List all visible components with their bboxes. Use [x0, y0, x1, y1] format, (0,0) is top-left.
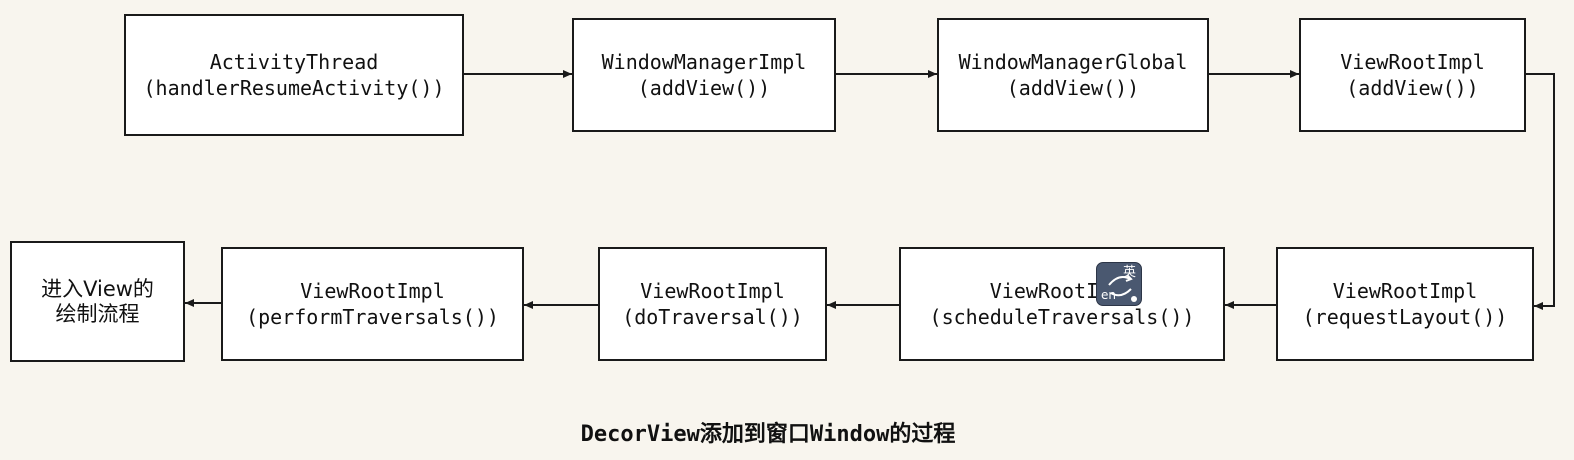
- node-window-manager-global: WindowManagerGlobal (addView()): [937, 18, 1209, 132]
- node-method: (scheduleTraversals()): [929, 305, 1195, 329]
- node-title: WindowManagerImpl: [601, 50, 807, 74]
- node-subtitle: 绘制流程: [55, 301, 140, 326]
- node-activity-thread: ActivityThread (handlerResumeActivity()): [124, 14, 464, 136]
- node-title: ViewRootImpl: [1332, 279, 1478, 303]
- node-method: (addView()): [637, 76, 771, 100]
- node-view-root-impl-do-traversal: ViewRootImpl (doTraversal()): [598, 247, 827, 361]
- edge-add-view-to-request-layout: [1526, 73, 1555, 310]
- node-view-root-impl-perform-traversals: ViewRootImpl (performTraversals()): [221, 247, 524, 361]
- node-view-root-impl-add-view: ViewRootImpl (addView()): [1299, 18, 1526, 132]
- input-method-indicator[interactable]: 英 en: [1096, 262, 1142, 306]
- node-title: ViewRootImpl: [300, 279, 445, 303]
- node-method: (handlerResumeActivity()): [143, 76, 445, 100]
- diagram-caption: DecorView添加到窗口Window的过程: [580, 422, 956, 447]
- node-title: 进入View的: [41, 276, 154, 301]
- node-title: WindowManagerGlobal: [958, 50, 1188, 74]
- node-method: (performTraversals()): [246, 305, 499, 329]
- ime-primary-label: 英: [1122, 265, 1136, 280]
- node-method: (addView()): [1346, 76, 1479, 100]
- node-view-root-impl-request-layout: ViewRootImpl (requestLayout()): [1276, 247, 1534, 361]
- ime-secondary-label: en: [1101, 288, 1116, 302]
- node-method: (addView()): [1006, 76, 1140, 100]
- node-title: ViewRootImpl: [1340, 50, 1485, 74]
- node-window-manager-impl: WindowManagerImpl (addView()): [572, 18, 836, 132]
- node-method: (requestLayout()): [1302, 305, 1508, 329]
- input-method-switch-icon: [1108, 274, 1137, 302]
- node-view-root-impl-schedule-traversals: ViewRootImpl (scheduleTraversals()): [899, 247, 1225, 361]
- node-title: ActivityThread: [209, 50, 379, 74]
- node-title: ViewRootImpl: [640, 279, 785, 303]
- node-view-draw-process: 进入View的 绘制流程: [10, 241, 185, 362]
- node-method: (doTraversal()): [622, 305, 803, 329]
